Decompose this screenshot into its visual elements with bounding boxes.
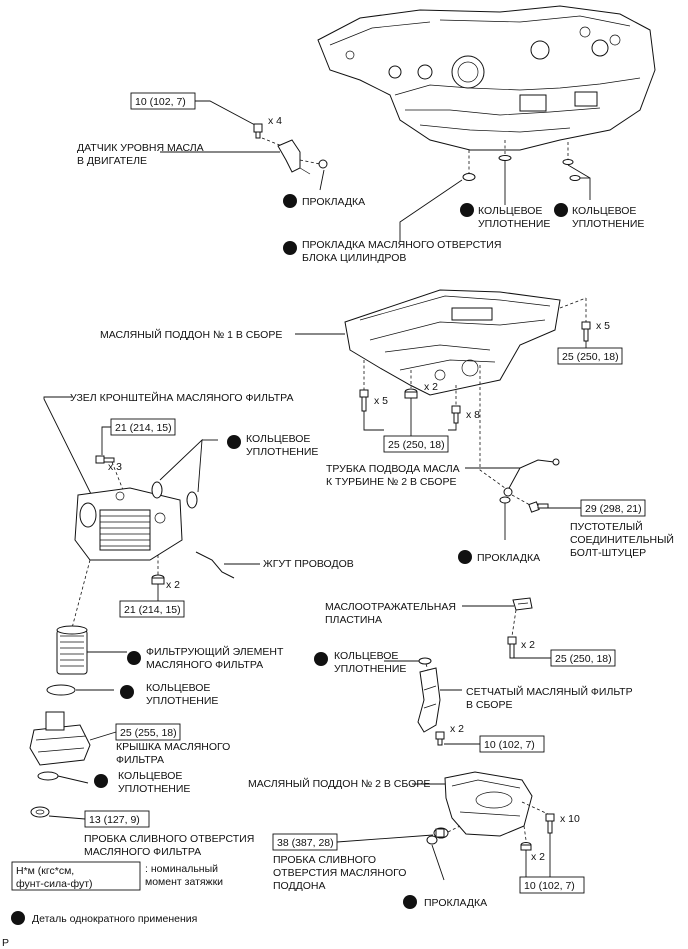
- pan1-right-qty: x 5: [596, 320, 610, 332]
- bracket-oring-2-icon: [186, 491, 198, 509]
- wire-harness-icon: [195, 551, 235, 579]
- torque-pan2: 10 (102, 7): [524, 880, 575, 892]
- torque-bracket-top: 21 (214, 15): [115, 422, 172, 434]
- torque-filter-cap: 25 (255, 18): [120, 727, 177, 739]
- legend-nonreuse-label: Деталь однократного применения: [32, 913, 197, 925]
- legend-unit-box: Н*м (кгс*см,фунт-сила-фут): [16, 865, 93, 890]
- pan2-qty-x2: x 2: [531, 851, 545, 863]
- pan1-bolt-x5-icon: [359, 389, 369, 412]
- torque-pan1-right: 25 (250, 18): [562, 351, 619, 363]
- engine-block-illustration: [317, 5, 656, 151]
- pan2-bolt-x10-icon: [545, 813, 555, 834]
- non-reusable-mark-icon: [227, 435, 241, 449]
- oil-strainer-icon: [417, 667, 441, 733]
- pan2-qty-x10: x 10: [560, 813, 580, 825]
- non-reusable-mark-icon: [127, 651, 141, 665]
- sensor-bolt-icon: [253, 123, 263, 139]
- non-reusable-mark-icon: [314, 652, 328, 666]
- torque-baffle: 25 (250, 18): [555, 653, 612, 665]
- oil-filter-bracket-illustration: [74, 487, 183, 561]
- torque-sensor-bolt: 10 (102, 7): [135, 96, 186, 108]
- pan2-nut-x2-icon: [520, 842, 532, 851]
- pan1-nut-x2-icon: [404, 388, 418, 399]
- strainer-oring-icon: [418, 657, 432, 665]
- sensor-bolt-qty: x 4: [268, 115, 282, 127]
- non-reusable-mark-icon: [458, 550, 472, 564]
- drain-gasket-icon: [426, 835, 438, 845]
- non-reusable-mark-icon: [94, 774, 108, 788]
- non-reusable-mark-icon: [460, 203, 474, 217]
- harness-label: ЖГУТ ПРОВОДОВ: [263, 558, 354, 570]
- baffle-qty-x2: x 2: [521, 639, 535, 651]
- element-oring-icon: [46, 684, 76, 696]
- strainer-qty-x2: x 2: [450, 723, 464, 735]
- oil-pan-1-illustration: [344, 289, 561, 396]
- torque-drain-plug: 38 (387, 28): [277, 837, 334, 849]
- pan-drain-plug-icon: [433, 827, 449, 839]
- pan1-label: МАСЛЯНЫЙ ПОДДОН № 1 В СБОРЕ: [100, 328, 282, 341]
- oil-pan-2-illustration: [444, 771, 533, 837]
- torque-strainer: 10 (102, 7): [484, 739, 535, 751]
- drain-gasket-label: ПРОКЛАДКА: [424, 897, 487, 909]
- torque-bracket-bottom: 21 (214, 15): [124, 604, 181, 616]
- bracket-bolt-icon: [95, 455, 115, 464]
- non-reusable-mark-icon: [403, 895, 417, 909]
- turbo-oil-pipe-icon: [503, 458, 560, 497]
- torque-filter-plug: 13 (127, 9): [89, 814, 140, 826]
- baffle-bolt-icon: [507, 636, 517, 659]
- bracket-qty-x2: x 2: [166, 579, 180, 591]
- oil-filter-element-icon: [56, 625, 88, 675]
- strainer-bolt-icon: [435, 731, 445, 746]
- oil-filter-cap-icon: [29, 711, 91, 766]
- pipe-gasket-icon: [499, 496, 511, 504]
- pipe-gasket-label: ПРОКЛАДКА: [477, 552, 540, 564]
- non-reusable-mark-icon: [283, 194, 297, 208]
- torque-union-bolt: 29 (298, 21): [585, 503, 642, 515]
- corner-mark: P: [2, 937, 9, 949]
- non-reusable-mark-icon: [283, 241, 297, 255]
- pan1-bolt-x8-icon: [451, 405, 461, 424]
- block-gasket-icon: [462, 173, 476, 181]
- torque-pan1-mid: 25 (250, 18): [388, 439, 445, 451]
- cap-oring-icon: [37, 771, 59, 781]
- sensor-gasket-label: ПРОКЛАДКА: [302, 196, 365, 208]
- pan1-qty-x8: x 8: [466, 409, 480, 421]
- non-reusable-mark-icon: [120, 685, 134, 699]
- oil-level-sensor-icon: [277, 139, 328, 175]
- bracket-nut-icon: [151, 574, 165, 585]
- bracket-label: УЗЕЛ КРОНШТЕЙНА МАСЛЯНОГО ФИЛЬТРА: [70, 391, 293, 404]
- pan1-right-bolt-icon: [581, 321, 591, 342]
- filter-drain-plug-icon: [30, 806, 50, 818]
- non-reusable-mark-icon: [554, 203, 568, 217]
- bracket-oring-1-icon: [151, 481, 163, 499]
- baffle-plate-icon: [512, 597, 533, 611]
- pan1-qty-x5: x 5: [374, 395, 388, 407]
- union-bolt-icon: [528, 501, 549, 513]
- bracket-qty-x3: x 3: [108, 461, 122, 473]
- non-reusable-mark-icon: [11, 911, 25, 925]
- pan2-label: МАСЛЯНЫЙ ПОДДОН № 2 В СБОРЕ: [248, 777, 430, 790]
- pan1-qty-x2: x 2: [424, 381, 438, 393]
